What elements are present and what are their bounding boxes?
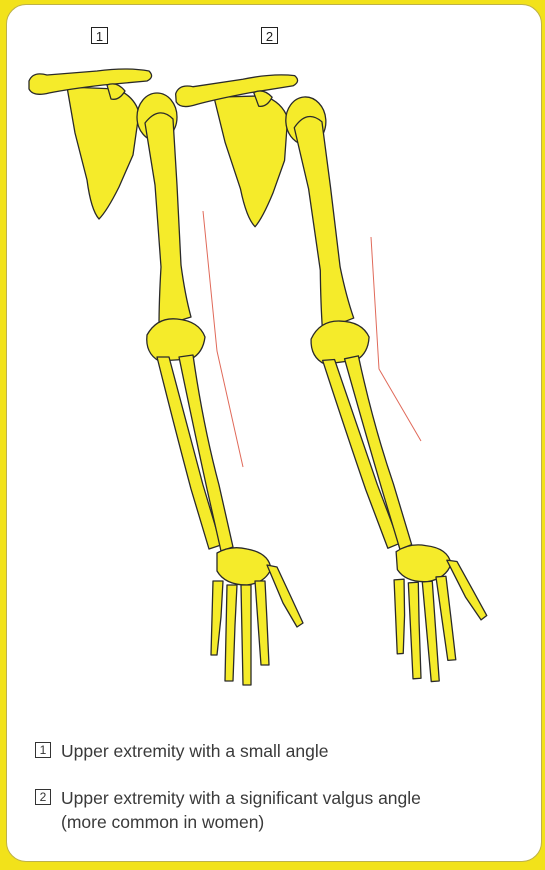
caption-1: 1 Upper extremity with a small angle — [35, 739, 515, 763]
caption-text-1: Upper extremity with a small angle — [61, 739, 515, 763]
caption-2: 2 Upper extremity with a significant val… — [35, 786, 455, 834]
caption-text-2: Upper extremity with a significant valgu… — [61, 786, 455, 834]
illustration-panel: 1 2 1 Upper extremity with a small angle… — [6, 4, 542, 862]
figure-number-1: 1 — [91, 27, 108, 44]
skeleton-illustration — [7, 5, 542, 862]
figure-number-2: 2 — [261, 27, 278, 44]
caption-number-1: 1 — [35, 742, 51, 758]
caption-number-2: 2 — [35, 789, 51, 805]
